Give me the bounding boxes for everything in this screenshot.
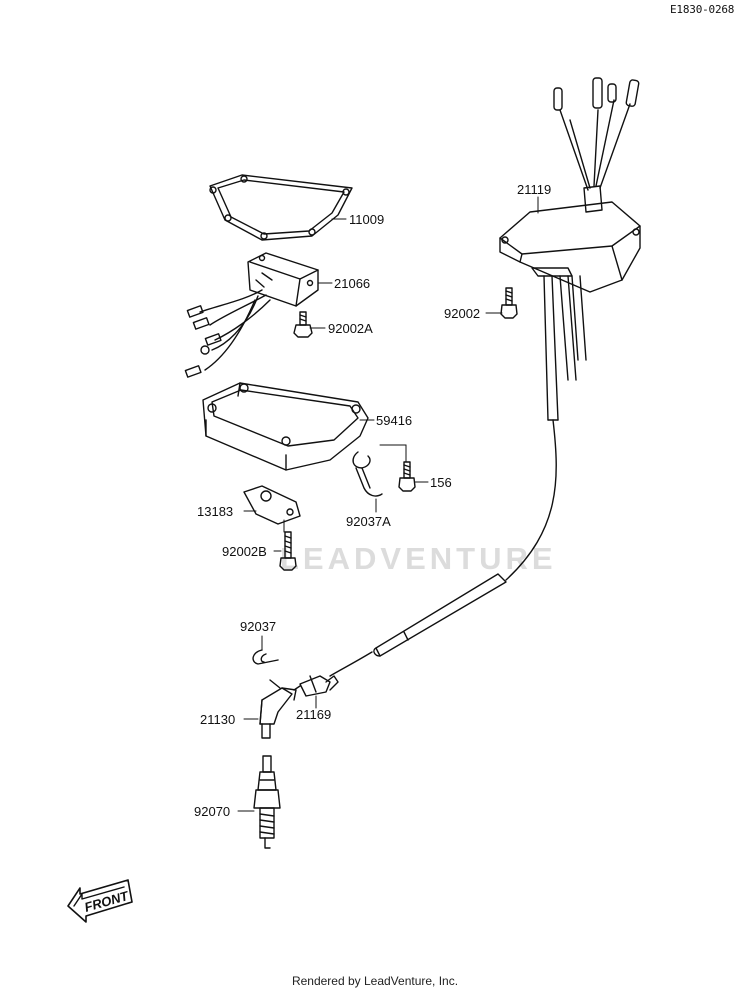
label-13183: 13183 [197, 504, 233, 519]
label-21130: 21130 [200, 712, 235, 727]
label-21066: 21066 [334, 276, 370, 291]
footer-credit: Rendered by LeadVenture, Inc. [291, 974, 459, 988]
diagram-code: E1830-0268 [670, 3, 735, 16]
label-156: 156 [430, 475, 452, 490]
label-11009: 11009 [349, 212, 384, 227]
label-92002B: 92002B [222, 544, 267, 559]
plug-cap-21130[interactable] [259, 679, 297, 739]
label-59416: 59416 [376, 413, 412, 428]
label-92037A: 92037A [346, 514, 391, 529]
spark-plug-92070[interactable] [253, 755, 281, 849]
bolt-156[interactable] [398, 461, 416, 492]
coil-21119[interactable] [499, 77, 641, 421]
ht-cable [329, 419, 557, 677]
label-92070: 92070 [194, 804, 230, 819]
gasket-11009[interactable] [209, 174, 353, 241]
label-92037: 92037 [240, 619, 276, 634]
watermark: LEADVENTURE [280, 541, 557, 576]
clip-92037[interactable] [252, 649, 279, 665]
bolt-92002B[interactable] [279, 531, 297, 571]
label-92002: 92002 [444, 306, 480, 321]
label-21119: 21119 [517, 182, 551, 197]
bracket-13183[interactable] [243, 485, 301, 525]
front-arrow-icon: FRONT [67, 879, 133, 923]
clip-92037A[interactable] [352, 451, 383, 497]
label-92002A: 92002A [328, 321, 373, 336]
leader-lines [237, 196, 539, 812]
label-21169: 21169 [296, 707, 331, 722]
bolt-92002[interactable] [500, 287, 518, 319]
connector-21169[interactable] [293, 675, 339, 697]
base-59416[interactable] [202, 382, 369, 471]
bolt-92002A[interactable] [293, 311, 313, 338]
module-21066[interactable] [184, 252, 319, 378]
